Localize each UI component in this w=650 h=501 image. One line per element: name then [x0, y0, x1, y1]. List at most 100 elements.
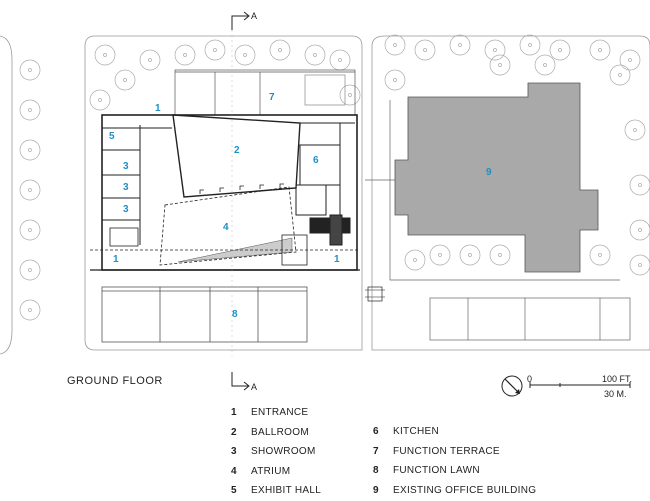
- label-exhibit-hall: 5: [109, 131, 115, 142]
- tree: [589, 39, 611, 61]
- tree-trunk: [123, 78, 127, 82]
- label-atrium: 4: [223, 222, 229, 233]
- label-showroom-c: 3: [123, 204, 129, 215]
- tree: [139, 49, 161, 71]
- tree: [534, 54, 556, 76]
- tree-trunk: [638, 183, 642, 187]
- tree: [19, 179, 41, 201]
- tree-trunk: [598, 253, 602, 257]
- tree-trunk: [28, 308, 32, 312]
- scale-zero: 0: [527, 374, 533, 384]
- neighbor-building-outline: [0, 35, 13, 355]
- tree: [384, 69, 406, 91]
- section-marker-top-label: A: [251, 11, 257, 21]
- tree: [269, 39, 291, 61]
- site-block-outline: [84, 35, 363, 351]
- tree-trunk: [103, 53, 107, 57]
- label-lawn: 8: [232, 309, 238, 320]
- label-showroom-b: 3: [123, 182, 129, 193]
- tree: [19, 99, 41, 121]
- tree-trunk: [183, 53, 187, 57]
- tree-trunk: [638, 263, 642, 267]
- tree: [19, 59, 41, 81]
- tree: [404, 249, 426, 271]
- tree-trunk: [98, 98, 102, 102]
- tree: [489, 54, 511, 76]
- tree-trunk: [28, 68, 32, 72]
- tree-trunk: [438, 253, 442, 257]
- tree-trunk: [313, 53, 317, 57]
- tree-trunk: [28, 188, 32, 192]
- tree: [609, 64, 631, 86]
- tree-trunk: [528, 43, 532, 47]
- tree-trunk: [393, 78, 397, 82]
- tree-trunk: [468, 253, 472, 257]
- north-arrow-icon: [501, 375, 523, 397]
- office-block-outline: [371, 35, 650, 351]
- tree-trunk: [628, 58, 632, 62]
- section-marker-top: [231, 11, 250, 30]
- tree: [19, 219, 41, 241]
- section-marker-bottom-label: A: [251, 382, 257, 392]
- label-entrance-sw: 1: [113, 254, 119, 265]
- tree: [619, 49, 641, 71]
- tree: [629, 219, 650, 241]
- tree-trunk: [338, 58, 342, 62]
- tree-trunk: [28, 268, 32, 272]
- label-office: 9: [486, 167, 492, 178]
- tree: [204, 39, 226, 61]
- tree: [449, 34, 471, 56]
- tree-trunk: [618, 73, 622, 77]
- tree: [629, 174, 650, 196]
- office-site-features: [365, 100, 631, 341]
- tree: [414, 39, 436, 61]
- tree: [384, 34, 406, 56]
- tree-trunk: [458, 43, 462, 47]
- tree-trunk: [243, 53, 247, 57]
- tree: [519, 34, 541, 56]
- tree-trunk: [413, 258, 417, 262]
- label-ballroom: 2: [234, 145, 240, 156]
- tree-trunk: [638, 228, 642, 232]
- tree-trunk: [498, 63, 502, 67]
- floor-title: GROUND FLOOR: [67, 375, 163, 387]
- scale-and-north: [501, 375, 631, 397]
- label-entrance-se: 1: [334, 254, 340, 265]
- tree: [19, 259, 41, 281]
- main-building: [90, 114, 360, 271]
- tree-trunk: [558, 48, 562, 52]
- tree: [114, 69, 136, 91]
- tree-trunk: [148, 58, 152, 62]
- label-showroom-a: 3: [123, 161, 129, 172]
- tree-trunk: [598, 48, 602, 52]
- tree-trunk: [543, 63, 547, 67]
- tree: [19, 299, 41, 321]
- tree: [174, 44, 196, 66]
- label-entrance-nw: 1: [155, 103, 161, 114]
- tree: [339, 84, 361, 106]
- tree-trunk: [393, 43, 397, 47]
- label-kitchen: 6: [313, 155, 319, 166]
- tree-trunk: [498, 253, 502, 257]
- tree: [429, 244, 451, 266]
- function-terrace: [174, 69, 356, 116]
- tree-trunk: [633, 128, 637, 132]
- tree-trunk: [493, 48, 497, 52]
- tree: [304, 44, 326, 66]
- tree: [234, 44, 256, 66]
- tree-trunk: [348, 93, 352, 97]
- site-plan: A 1 1 1 2 3 3 3 4 5 6 7 8 9: [0, 11, 650, 356]
- tree-trunk: [278, 48, 282, 52]
- tree: [589, 244, 611, 266]
- tree: [459, 244, 481, 266]
- tree-trunk: [423, 48, 427, 52]
